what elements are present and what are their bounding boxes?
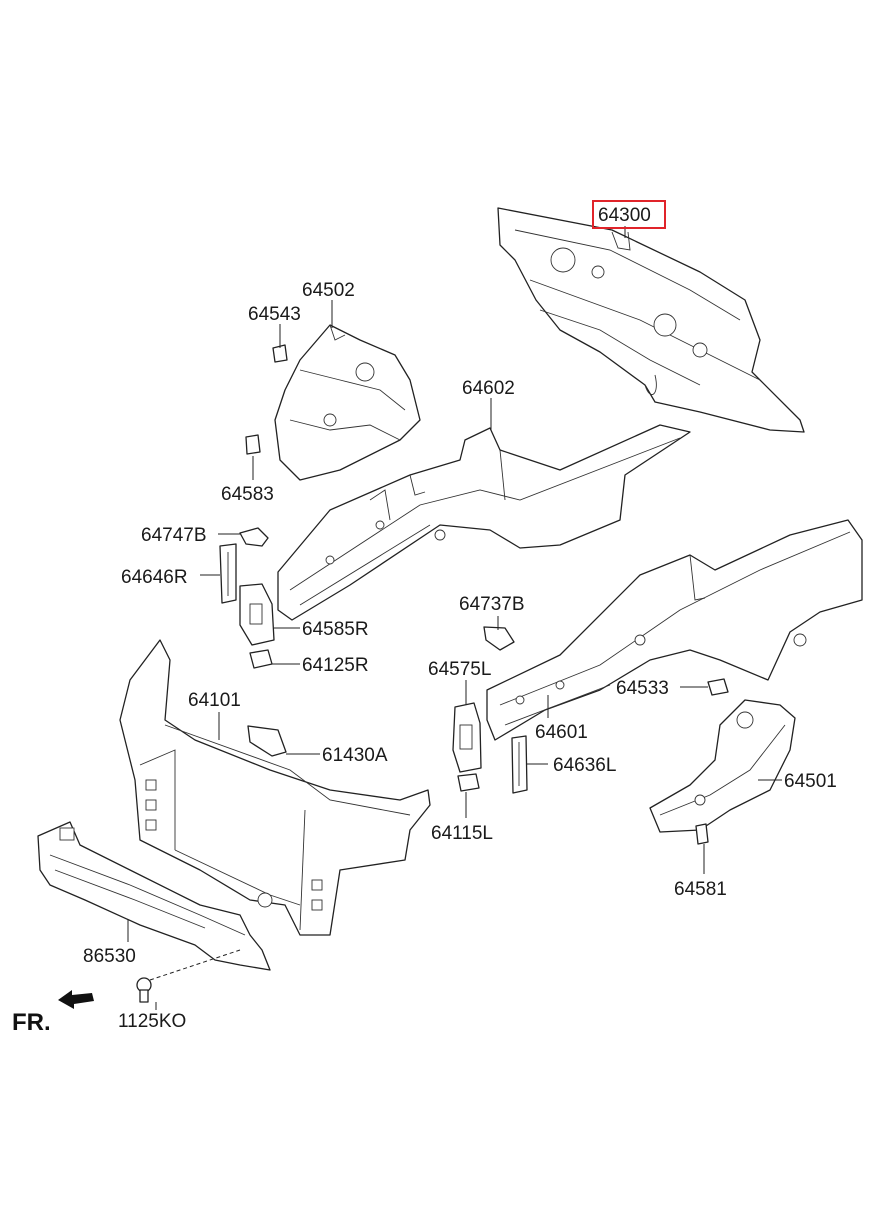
plate-64585r-part[interactable] bbox=[239, 583, 275, 646]
bracket-64581-part[interactable] bbox=[695, 823, 709, 845]
label-64101[interactable]: 64101 bbox=[188, 690, 241, 711]
bracket-64583-part[interactable] bbox=[245, 434, 261, 455]
label-61430a[interactable]: 61430A bbox=[322, 745, 388, 766]
bracket-61430a-part[interactable] bbox=[247, 725, 287, 757]
apron-lh-part[interactable] bbox=[649, 699, 796, 833]
label-64585r[interactable]: 64585R bbox=[302, 619, 369, 640]
label-64747b[interactable]: 64747B bbox=[141, 525, 207, 546]
plate-64575l-part[interactable] bbox=[452, 702, 482, 773]
label-86530[interactable]: 86530 bbox=[83, 946, 136, 967]
label-64737b[interactable]: 64737B bbox=[459, 594, 525, 615]
label-64115l[interactable]: 64115L bbox=[431, 823, 493, 844]
dash-panel-part[interactable] bbox=[497, 207, 805, 433]
side-member-rh-part[interactable] bbox=[277, 424, 691, 621]
label-64300[interactable]: 64300 bbox=[598, 205, 651, 226]
label-64575l[interactable]: 64575L bbox=[428, 659, 491, 680]
bumper-beam-part[interactable] bbox=[37, 821, 271, 971]
label-1125ko[interactable]: 1125KO bbox=[118, 1011, 186, 1032]
label-64602[interactable]: 64602 bbox=[462, 378, 515, 399]
arrow-front-icon bbox=[58, 990, 94, 1009]
reinforcement-64636l-part[interactable] bbox=[511, 735, 528, 794]
label-64543[interactable]: 64543 bbox=[248, 304, 301, 325]
side-member-lh-part[interactable] bbox=[486, 519, 863, 741]
label-64501[interactable]: 64501 bbox=[784, 771, 837, 792]
radiator-support-part[interactable] bbox=[119, 639, 431, 936]
highlight-box bbox=[592, 200, 666, 229]
label-64583[interactable]: 64583 bbox=[221, 484, 274, 505]
label-64581[interactable]: 64581 bbox=[674, 879, 727, 900]
label-64502[interactable]: 64502 bbox=[302, 280, 355, 301]
bracket-64125r-part[interactable] bbox=[249, 649, 273, 669]
bolt-1125ko-part[interactable] bbox=[136, 977, 152, 1003]
label-64601[interactable]: 64601 bbox=[535, 722, 588, 743]
clip-64533-part[interactable] bbox=[707, 678, 729, 696]
orientation-marker: FR. bbox=[12, 990, 94, 1036]
clip-64737b-part[interactable] bbox=[483, 626, 515, 651]
apron-assy-part[interactable] bbox=[274, 324, 421, 481]
bracket-64543-part[interactable] bbox=[272, 344, 288, 363]
clip-64747b-part[interactable] bbox=[239, 527, 269, 547]
label-64125r[interactable]: 64125R bbox=[302, 655, 369, 676]
bracket-64115l-part[interactable] bbox=[457, 773, 480, 792]
label-64636l[interactable]: 64636L bbox=[553, 755, 616, 776]
label-64533[interactable]: 64533 bbox=[616, 678, 669, 699]
reinforcement-64646r-part[interactable] bbox=[219, 543, 237, 604]
label-64646r[interactable]: 64646R bbox=[121, 567, 188, 588]
orientation-label: FR. bbox=[12, 1009, 51, 1036]
leader-lines bbox=[127, 226, 782, 1010]
